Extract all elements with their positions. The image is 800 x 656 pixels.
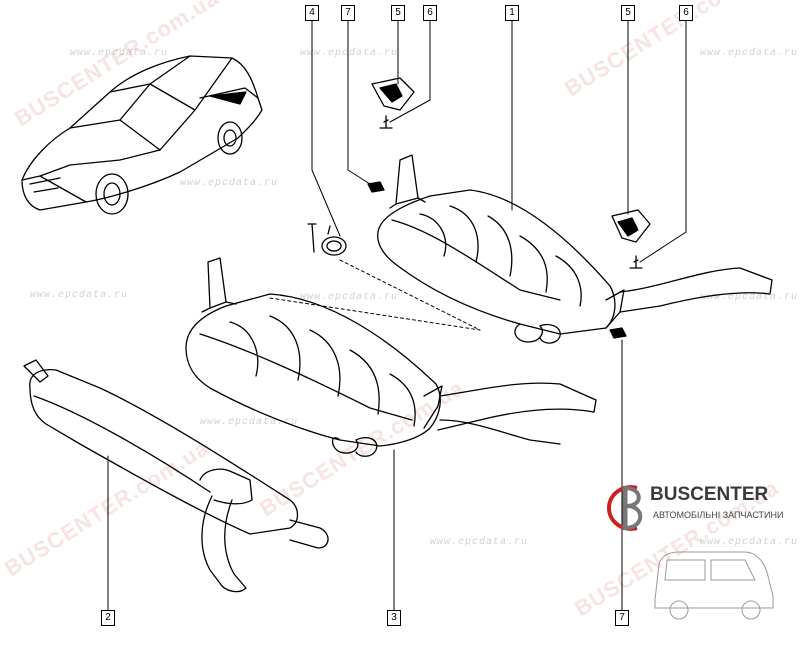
callout-5: 5 (621, 5, 635, 21)
leader-lines (107, 18, 687, 611)
muffler-part-2 (23, 359, 329, 593)
callout-6: 6 (423, 5, 437, 21)
bolt-part-6a (379, 115, 393, 129)
buscenter-logo: BUSCENTER АВТОМОБІЛЬНІ ЗАПЧАСТИНИ (603, 478, 793, 538)
rear-silencer (185, 257, 597, 457)
nut-part-7b (609, 327, 627, 339)
callout-3: 3 (387, 610, 401, 626)
front-silencer (377, 154, 773, 344)
callout-5: 5 (391, 5, 405, 21)
bracket-part-5b (611, 209, 651, 243)
nut-part-7a (367, 181, 385, 193)
callout-7: 7 (341, 5, 355, 21)
bracket-part-5a (371, 77, 415, 111)
clamp-part-4 (307, 223, 347, 256)
logo-mark-icon (606, 485, 643, 531)
logo-name: BUSCENTER (650, 484, 769, 505)
callout-2: 2 (101, 610, 115, 626)
bolt-part-6b (629, 255, 643, 269)
callout-4: 4 (305, 5, 319, 21)
car-illustration (21, 55, 263, 215)
van-illustration (654, 551, 774, 620)
callout-6: 6 (679, 5, 693, 21)
callout-1: 1 (505, 5, 519, 21)
callout-7: 7 (615, 610, 629, 626)
logo-tagline: АВТОМОБІЛЬНІ ЗАПЧАСТИНИ (653, 510, 784, 520)
